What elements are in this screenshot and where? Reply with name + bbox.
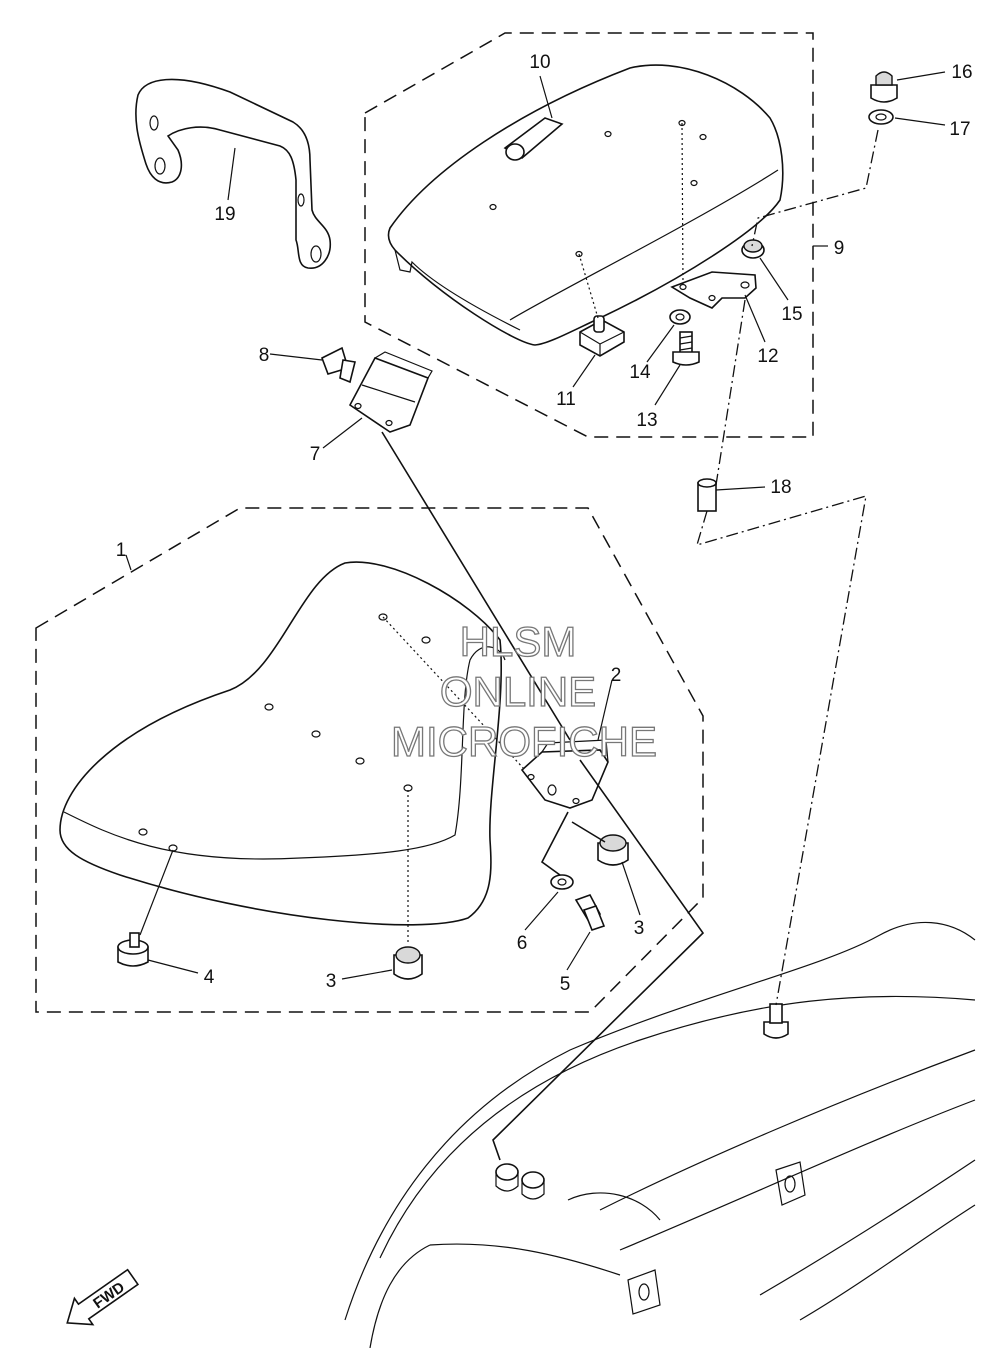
assembly-line-7 xyxy=(381,431,571,741)
bolt-8 xyxy=(320,346,356,384)
cap-nut-16 xyxy=(870,71,898,103)
pillion-seat-group-outline xyxy=(364,32,814,438)
bolt-5 xyxy=(574,894,606,931)
callout-8: 8 xyxy=(259,345,270,366)
fwd-arrow-icon: FWD xyxy=(66,1268,140,1326)
bracket-12 xyxy=(670,271,757,309)
knob-3-right xyxy=(597,834,629,866)
bracket-7 xyxy=(348,351,433,433)
callout-3-right: 3 xyxy=(634,918,645,939)
leader-lines xyxy=(125,71,946,980)
grab-bar xyxy=(135,78,332,269)
washer-6 xyxy=(550,874,574,890)
washer-17 xyxy=(868,109,894,125)
solid-leader-4 xyxy=(139,849,174,936)
callout-10: 10 xyxy=(529,52,550,73)
knob-3-lower xyxy=(393,946,423,980)
pillion-mount-11 xyxy=(579,315,625,357)
assembly-line-9 xyxy=(696,129,879,1006)
watermark-line3: MICROFICHE xyxy=(391,718,657,765)
knob-4 xyxy=(117,932,149,967)
callout-16: 16 xyxy=(951,62,972,83)
callout-7: 7 xyxy=(310,444,321,465)
callout-18: 18 xyxy=(770,477,791,498)
rider-seat xyxy=(59,561,506,926)
bracket-2 xyxy=(520,739,609,809)
pillion-seat xyxy=(387,64,784,346)
callout-14: 14 xyxy=(629,362,651,383)
rider-seat-group-outline xyxy=(35,507,704,1013)
watermark-line2: ONLINE xyxy=(440,668,596,715)
dot-leader-12 xyxy=(681,122,684,286)
callout-3-lower: 3 xyxy=(326,971,337,992)
washer-14 xyxy=(669,309,691,325)
callout-19: 19 xyxy=(214,204,235,225)
dot-leader-11 xyxy=(578,253,599,319)
callout-17: 17 xyxy=(949,119,970,140)
assembly-line-5-6 xyxy=(540,811,606,876)
callout-13: 13 xyxy=(636,410,657,431)
callout-1: 1 xyxy=(116,540,127,561)
assembly-line-2 xyxy=(492,759,705,1161)
bolt-13 xyxy=(672,331,700,366)
collar-18 xyxy=(697,478,717,512)
callout-6: 6 xyxy=(517,933,528,954)
callout-5: 5 xyxy=(560,974,571,995)
callout-15: 15 xyxy=(781,304,802,325)
callout-9: 9 xyxy=(834,238,845,259)
callout-11: 11 xyxy=(556,389,576,410)
watermark-line1: HLSM xyxy=(460,618,577,665)
callout-2: 2 xyxy=(611,665,622,686)
grommet-15 xyxy=(741,239,765,259)
rear-fender xyxy=(344,921,976,1348)
callout-12: 12 xyxy=(757,346,778,367)
callout-4: 4 xyxy=(204,967,215,988)
